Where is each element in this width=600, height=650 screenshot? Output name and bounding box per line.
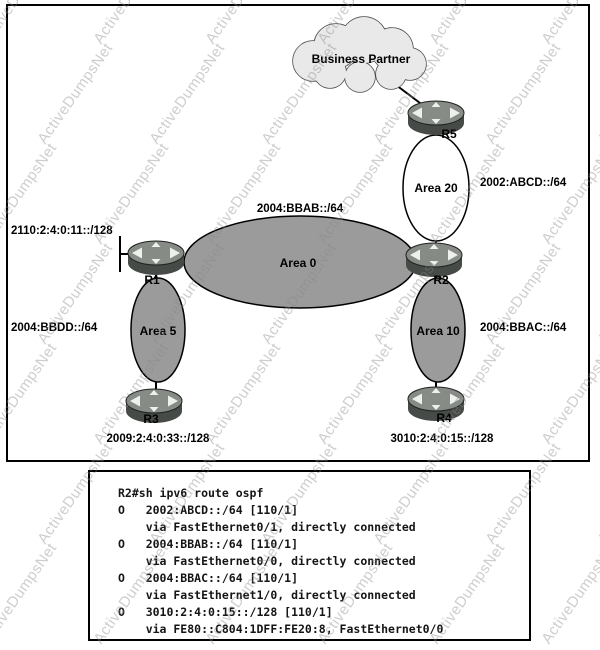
router-r2-icon [405,242,463,278]
area10-label: Area 10 [416,324,460,338]
topology-diagram-box: Business Partner 2004:BBAB::/64 Area 0 A… [6,4,590,462]
console-route-line: O 2004:BBAC::/64 [110/1] [118,571,299,585]
router-r1-icon [127,240,185,276]
r4-loopback-label: 3010:2:4:0:15::/128 [391,433,495,445]
router-r4-label: R4 [436,411,452,425]
area0-prefix-label: 2004:BBAB::/64 [257,203,344,215]
router-r1-label: R1 [144,273,160,287]
area5-prefix-label: 2004:BBDD::/64 [11,322,98,334]
console-route-line: O 3010:2:4:0:15::/128 [110/1] [118,605,333,619]
area20-prefix-label: 2002:ABCD::/64 [480,177,567,189]
console-via-line: via FastEthernet0/1, directly connected [118,520,416,534]
r1-loopback-label: 2110:2:4:0:11::/128 [11,225,113,237]
console-via-line: via FastEthernet1/0, directly connected [118,588,416,602]
area0-label: Area 0 [280,256,317,270]
area10-prefix-label: 2004:BBAC::/64 [480,322,567,334]
watermark-text: ActiveDumpsNet [594,440,600,547]
console-via-line: via FastEthernet0/0, directly connected [118,554,416,568]
router-r5-label: R5 [441,127,457,141]
area20-label: Area 20 [414,181,458,195]
router-r2-label: R2 [433,273,449,287]
cloud-label: Business Partner [312,52,411,66]
area10-ellipse [410,277,466,383]
topology-svg: Business Partner 2004:BBAB::/64 Area 0 A… [11,16,567,445]
console-route-line: O 2002:ABCD::/64 [110/1] [118,503,299,517]
watermark-text: ActiveDumpsNet [538,540,600,647]
console-via-line: via FE80::C804:1DFF:FE20:8, FastEthernet… [118,622,444,636]
console-route-line: O 2004:BBAB::/64 [110/1] [118,537,299,551]
watermark-text: ActiveDumpsNet [594,240,600,347]
router-r3-label: R3 [143,412,159,426]
area5-ellipse [130,277,186,383]
area5-label: Area 5 [140,324,177,338]
console-command-line: R2#sh ipv6 route ospf [118,486,264,500]
watermark-text: ActiveDumpsNet [0,540,61,647]
console-output-box: R2#sh ipv6 route ospf O 2002:ABCD::/64 [… [88,470,531,641]
r3-loopback-label: 2009:2:4:0:33::/128 [107,433,211,445]
watermark-text: ActiveDumpsNet [594,40,600,147]
business-partner-cloud [292,16,427,93]
